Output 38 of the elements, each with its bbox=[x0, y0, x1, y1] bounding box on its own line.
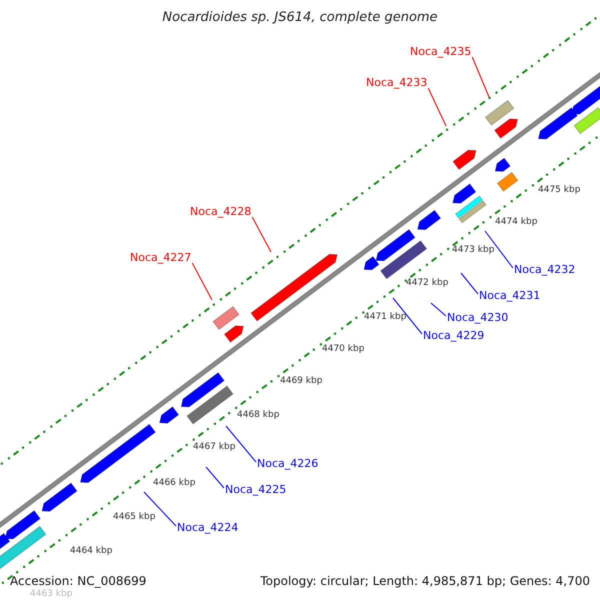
leader-line bbox=[206, 466, 224, 488]
gene-label: Noca_4228 bbox=[190, 206, 252, 217]
tick-label: 4465 kbp bbox=[113, 513, 156, 522]
gene-label: Noca_4231 bbox=[479, 290, 540, 301]
gene-label: Noca_4232 bbox=[514, 264, 576, 275]
tick-label: 4466 kbp bbox=[153, 479, 196, 488]
leader-line bbox=[428, 88, 446, 126]
gene-label: Noca_4227 bbox=[130, 252, 192, 263]
tick-label: 4475 kbp bbox=[538, 186, 580, 195]
tick-label: 4474 kbp bbox=[495, 218, 538, 227]
tick-label: 4470 kbp bbox=[322, 345, 364, 354]
gene-label: Noca_4225 bbox=[225, 484, 286, 495]
chart-title: Nocardioides sp. JS614, complete genome bbox=[161, 11, 439, 24]
tick-label: 4472 kbp bbox=[406, 279, 448, 288]
gene-label: Noca_4229 bbox=[423, 330, 484, 341]
leader-line bbox=[472, 56, 490, 98]
tick-label: 4471 kbp bbox=[364, 313, 406, 322]
leader-line bbox=[192, 262, 212, 300]
leader-line bbox=[460, 272, 478, 294]
gene-label: Noca_4233 bbox=[366, 77, 428, 88]
tick-label: 4468 kbp bbox=[237, 411, 280, 420]
tick-label: 4467 kbp bbox=[193, 443, 236, 452]
footer-text: Accession: NC_008699 bbox=[10, 575, 146, 587]
gene-label: Noca_4230 bbox=[447, 312, 508, 323]
leader-line bbox=[430, 302, 446, 316]
tick-label: 4463 kbp bbox=[30, 590, 72, 599]
leader-line bbox=[226, 426, 256, 462]
gene-label: Noca_4235 bbox=[410, 46, 472, 57]
tick-label: 4469 kbp bbox=[280, 377, 322, 386]
leader-line bbox=[484, 230, 514, 268]
leader-line bbox=[252, 216, 272, 252]
tick-label: 4464 kbp bbox=[70, 547, 112, 556]
leader-line bbox=[392, 298, 422, 334]
tick-label: 4473 kbp bbox=[452, 246, 494, 255]
footer-text: Topology: circular; Length: 4,985,871 bp; Genes: 4,700 bbox=[260, 575, 590, 587]
leader-line bbox=[144, 492, 176, 526]
gene-label: Noca_4224 bbox=[177, 522, 238, 533]
gene-label: Noca_4226 bbox=[257, 458, 318, 469]
